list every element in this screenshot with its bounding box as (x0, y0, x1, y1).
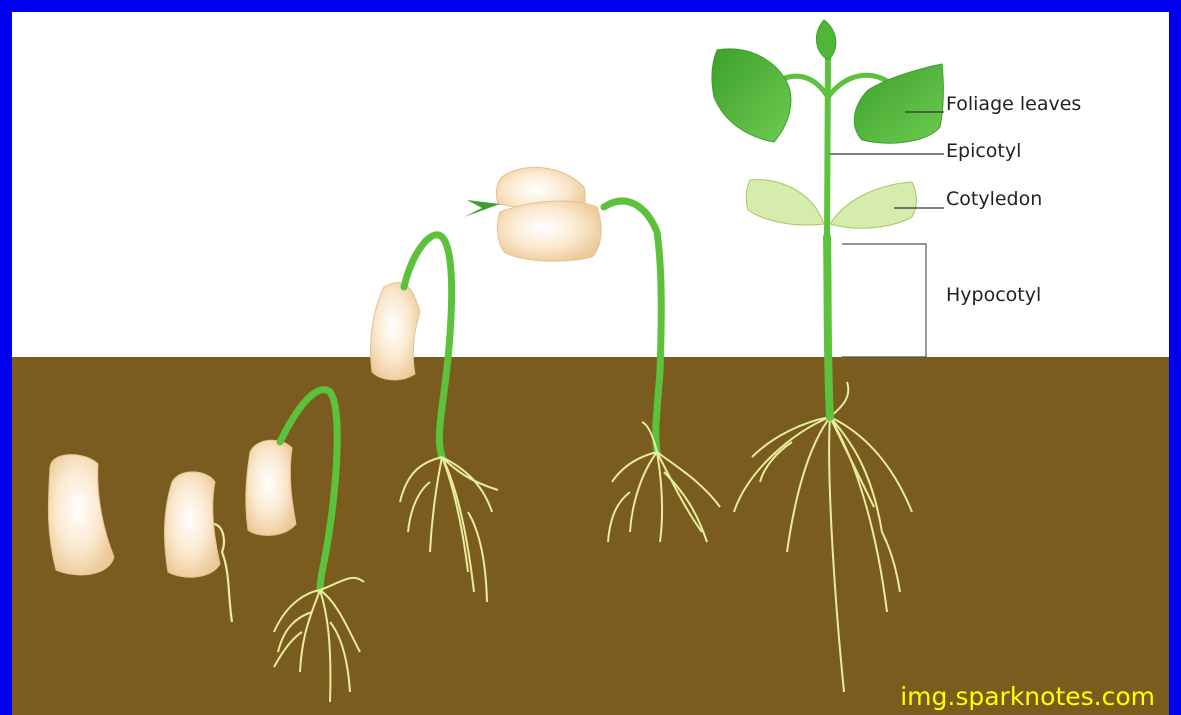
label-cotyledon: Cotyledon (946, 190, 1042, 209)
label-foliage-leaves: Foliage leaves (946, 95, 1081, 114)
diagram-frame: Foliage leaves Epicotyl Cotyledon Hypoco… (12, 12, 1169, 715)
image-credit: img.sparknotes.com (900, 682, 1155, 711)
germination-illustration (12, 12, 1169, 715)
label-hypocotyl: Hypocotyl (946, 286, 1041, 305)
label-epicotyl: Epicotyl (946, 142, 1021, 161)
